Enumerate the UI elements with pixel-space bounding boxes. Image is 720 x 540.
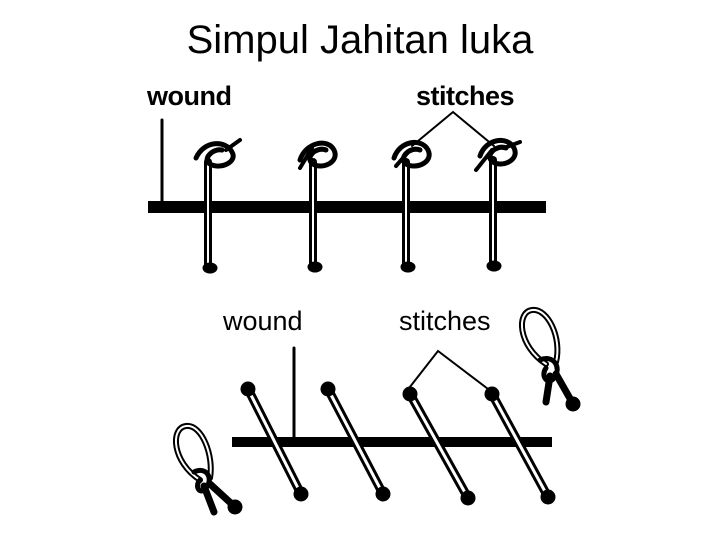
top-stitches-pointer [411,110,495,147]
bottom-stitch-2 [320,381,391,502]
bottom-stitch-3 [402,386,476,506]
top-stitches-label: stitches [416,81,515,111]
bottom-right-knot [518,307,581,412]
bottom-left-knot [172,423,243,516]
bottom-stitch-4 [484,386,556,505]
bottom-stitches-pointer [405,349,493,393]
top-panel-illustration [148,110,546,274]
top-skin-surface [148,201,546,213]
bottom-panel-illustration [172,307,581,516]
bottom-stitches-label: stitches [399,306,491,336]
slide-title: Simpul Jahitan luka [186,18,534,62]
bottom-skin-surface [232,437,552,447]
bottom-stitch-1 [240,381,309,502]
top-stitch-2 [297,140,338,273]
bottom-wound-label: wound [223,306,303,336]
top-stitch-3 [391,140,432,273]
top-wound-label: wound [147,81,232,111]
top-stitch-1 [193,138,242,274]
top-stitch-4 [474,138,522,272]
